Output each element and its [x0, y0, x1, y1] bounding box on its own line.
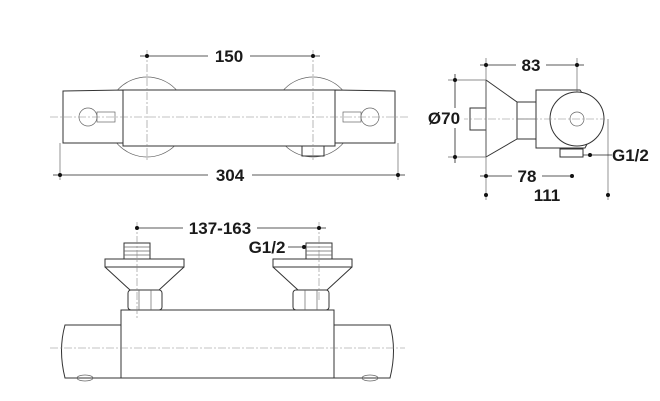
dim-label-83: 83	[522, 56, 541, 75]
cone-escutcheon	[485, 79, 518, 158]
valve-body-front	[120, 309, 335, 379]
dim-label-111: 111	[534, 186, 561, 205]
end-cap-left	[62, 89, 124, 144]
top-view: 150 304	[50, 46, 410, 185]
hex-nut	[516, 101, 537, 140]
dim-label-inlet-g12: G1/2	[249, 238, 286, 257]
end-cap-right	[334, 89, 396, 144]
outlet-thread	[559, 148, 584, 158]
inlet-fitting-left	[104, 242, 185, 311]
valve-body	[122, 89, 336, 147]
dim-label-304: 304	[216, 166, 245, 185]
dim-label-78: 78	[518, 167, 537, 186]
dim-label-137-163: 137-163	[189, 219, 251, 238]
side-view: Ø70 83 78 111 G1/2	[424, 55, 649, 205]
pipe-right	[334, 324, 394, 379]
dim-label-diameter-70: Ø70	[428, 109, 460, 128]
pipe-left	[61, 324, 121, 379]
front-view: 137-163 G1/2	[50, 218, 405, 382]
inlet-fitting-right	[272, 242, 353, 311]
dim-label-150: 150	[215, 47, 243, 66]
dim-label-outlet-g12: G1/2	[612, 146, 649, 165]
